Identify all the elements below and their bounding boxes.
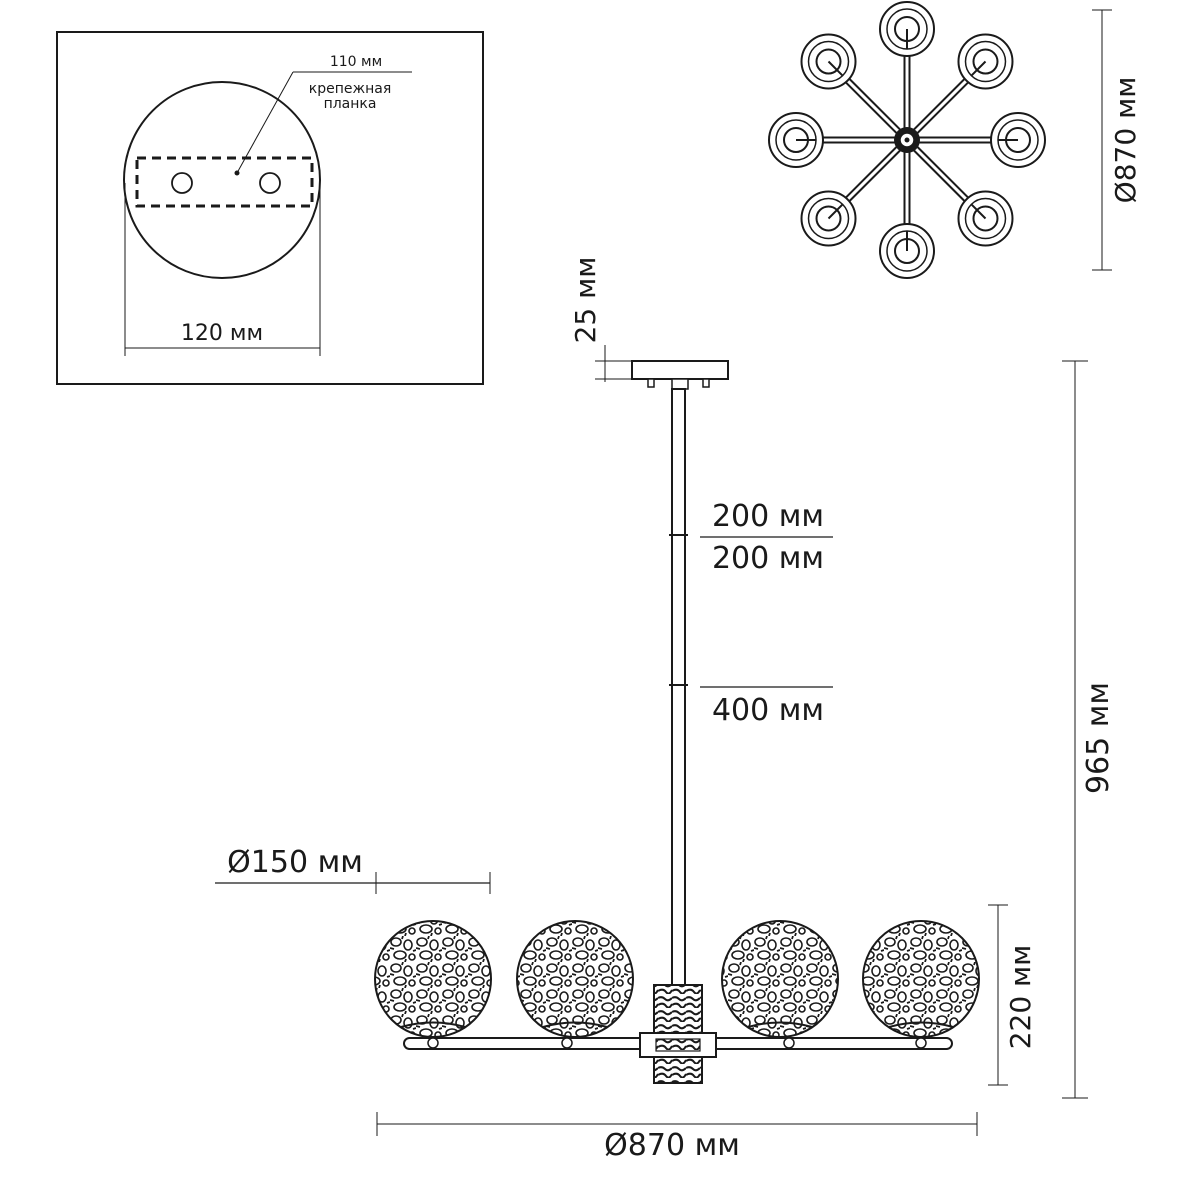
shade-base-cup <box>888 1021 954 1028</box>
top-view-arm-end <box>827 60 844 77</box>
mounting-bar-width-label: 110 мм <box>330 54 382 70</box>
canopy-screw-right <box>702 378 710 388</box>
shade-holder <box>427 1037 439 1049</box>
canopy-rod-mount <box>671 378 689 390</box>
shade-holder <box>561 1037 573 1049</box>
shade-globe <box>516 920 634 1038</box>
shade-globe <box>862 920 980 1038</box>
top-view-arm-end <box>970 60 987 77</box>
shade-globe <box>721 920 839 1038</box>
mounting-hole-right <box>259 172 281 194</box>
canopy-width-label: 120 мм <box>181 321 263 346</box>
shade-1 <box>374 920 492 1049</box>
top-view-hub-center <box>904 137 910 143</box>
top-view-shade-ring <box>815 205 842 232</box>
top-view-shade-ring <box>815 48 842 75</box>
total-height-label: 965 мм <box>1081 682 1116 794</box>
overall-diameter-label: Ø870 мм <box>604 1128 740 1163</box>
top-view: Ø870 мм <box>768 1 1142 279</box>
top-view-arm-end <box>827 203 844 220</box>
mounting-bar-name-line1: крепежная <box>309 81 392 97</box>
rod-segment-2-label: 200 мм <box>712 541 824 576</box>
canopy <box>631 360 729 380</box>
shade-3 <box>721 920 839 1049</box>
top-view-shade-ring <box>964 40 1007 83</box>
mounting-bar-leader-line <box>236 71 294 174</box>
rod-segment-1-label: 200 мм <box>712 499 824 534</box>
top-view-shade-ring <box>807 197 850 240</box>
shade-base-cup <box>400 1021 466 1028</box>
top-diameter-label: Ø870 мм <box>1109 77 1142 204</box>
shade-height-label: 220 мм <box>1004 945 1037 1050</box>
canopy-circle <box>123 81 321 279</box>
shade-4 <box>862 920 980 1049</box>
shade-diameter-label: Ø150 мм <box>227 845 363 880</box>
canopy-height-label: 25 мм <box>569 257 602 344</box>
mounting-hole-left <box>171 172 193 194</box>
shade-globe <box>374 920 492 1038</box>
rod-segment-3-label: 400 мм <box>712 693 824 728</box>
shade-base-cup <box>542 1021 608 1028</box>
top-view-arms <box>768 1 1046 279</box>
top-view-shade-ring <box>807 40 850 83</box>
side-view: 25 мм 200 мм 200 мм 400 мм <box>215 257 1116 1163</box>
canopy-screw-left <box>647 378 655 388</box>
mounting-plate-inset: 110 мм крепежная планка 120 мм <box>56 31 484 385</box>
mounting-bar-name-line2: планка <box>324 96 377 112</box>
top-view-shade-ring <box>964 197 1007 240</box>
shade-base-cup <box>747 1021 813 1028</box>
shade-holder <box>915 1037 927 1049</box>
suspension-rod <box>671 388 686 986</box>
top-view-shade-ring <box>972 205 999 232</box>
top-view-shade-ring <box>972 48 999 75</box>
shade-2 <box>516 920 634 1049</box>
top-view-arm-end <box>970 203 987 220</box>
shade-holder <box>783 1037 795 1049</box>
center-collar-slot <box>655 1038 701 1052</box>
inset-frame <box>56 31 484 385</box>
mounting-bar-outline <box>135 156 314 208</box>
